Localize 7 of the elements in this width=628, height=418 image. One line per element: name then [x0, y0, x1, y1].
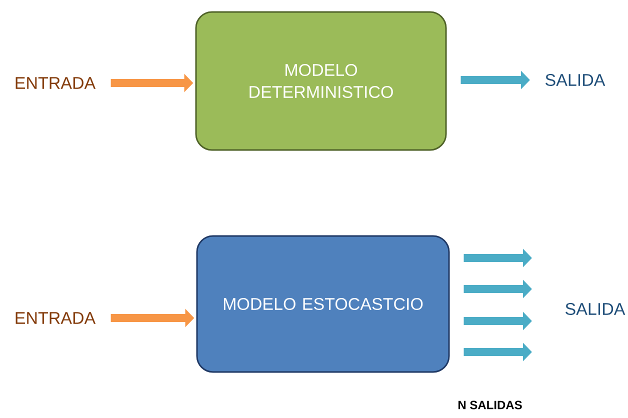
flow-label: ENTRADA [16, 312, 96, 324]
model-box: MODELO ESTOCASTCIO [196, 235, 450, 373]
note-label: N SALIDAS [458, 400, 522, 410]
flow-label: SALIDA [546, 74, 606, 86]
flow-label: SALIDA [566, 302, 626, 316]
flow-label: ENTRADA [16, 77, 96, 89]
model-box: MODELO DETERMINISTICO [195, 11, 447, 151]
